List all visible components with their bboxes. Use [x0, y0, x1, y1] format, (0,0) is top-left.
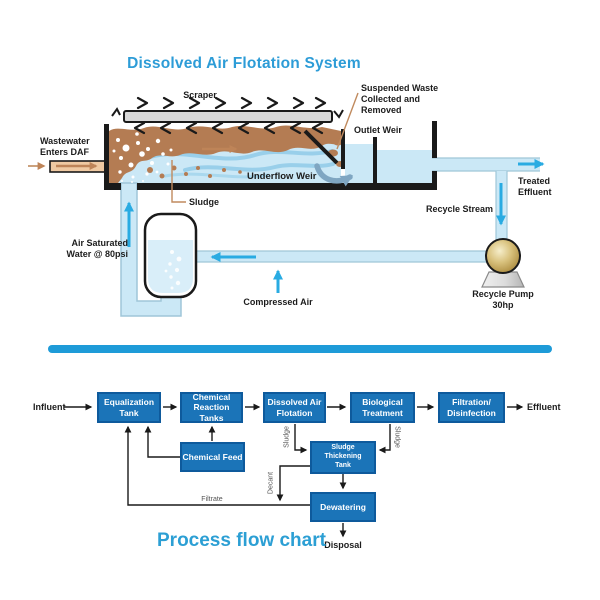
flowchart-box-equalization-tank[interactable]: Equalization Tank [97, 392, 161, 423]
waste-hopper-chute [303, 129, 339, 165]
box-label: Sludge Thickening Tank [324, 444, 362, 469]
recycle-stream-label: Recycle Stream [426, 204, 494, 214]
flowchart-box-sludge-thickening-tank[interactable]: Sludge Thickening Tank [310, 441, 376, 474]
scraper-flights-bottom [133, 121, 324, 135]
air-saturated-label: Air Saturated Water @ 80psi [66, 238, 128, 259]
flowchart-box-dewatering[interactable]: Dewatering [310, 492, 376, 522]
filtrate-label: Filtrate [201, 496, 223, 503]
flowchart-box-chemical-reaction-tanks[interactable]: Chemical Reaction Tanks [180, 392, 243, 423]
outlet-weir-plate [373, 137, 377, 188]
sludge-layer [109, 125, 344, 183]
suspended-waste-label: Suspended Waste Collected and Removed [361, 83, 439, 115]
box-label: Chemical Reaction Tanks [192, 391, 231, 423]
box-label: Dissolved Air Flotation [267, 396, 322, 418]
sludge-stream-label-daf: Sludge [283, 426, 291, 448]
scraper-assembly [111, 96, 344, 135]
flow-arrows [124, 159, 545, 293]
box-label: Biological Treatment [362, 396, 403, 418]
flowchart-box-chemical-feed[interactable]: Chemical Feed [180, 442, 245, 472]
scraper-label: Scraper [183, 90, 217, 100]
box-label: Dewatering [320, 501, 366, 512]
recycle-pump [481, 238, 525, 288]
diagram-title: Dissolved Air Flotation System [127, 55, 361, 72]
compressed-air-label: Compressed Air [243, 297, 313, 307]
outlet-weir-label: Outlet Weir [354, 125, 402, 135]
flowchart-connectors [64, 403, 524, 538]
box-label: Equalization Tank [103, 396, 155, 418]
scraper-flights-top [136, 96, 327, 110]
effluent-label: Effluent [527, 402, 561, 412]
influent-label: Influent [33, 402, 66, 412]
flowchart-title: Process flow chart [157, 530, 326, 551]
sludge-label: Sludge [189, 197, 220, 207]
divider-bar [48, 345, 552, 353]
pointer-lines [171, 92, 359, 203]
box-label: Filtration/ Disinfection [447, 396, 496, 418]
daf-tank-walls [104, 121, 437, 190]
box-label: Chemical Feed [182, 451, 243, 462]
underflow-weir-label: Underflow Weir [247, 171, 317, 182]
decant-label: Decant [267, 471, 275, 495]
underflow-arrow [314, 163, 354, 187]
water-wave [163, 172, 270, 179]
recycle-pump-label: Recycle Pump 30hp [472, 289, 534, 310]
saturation-vessel [143, 212, 198, 299]
flowchart-box-dissolved-air-flotation[interactable]: Dissolved Air Flotation [263, 392, 326, 423]
sludge-stream-label-bio: Sludge [393, 426, 401, 448]
treated-effluent-label: Treated Effluent [518, 176, 552, 197]
wastewater-label: Wastewater Enters DAF [40, 136, 90, 157]
flowchart-box-biological-treatment[interactable]: Biological Treatment [350, 392, 415, 423]
air-bubbles [112, 132, 173, 183]
disposal-label: Disposal [324, 540, 362, 550]
underflow-weir-plate [341, 129, 345, 169]
flowchart-box-filtration-disinfection[interactable]: Filtration/ Disinfection [438, 392, 505, 423]
